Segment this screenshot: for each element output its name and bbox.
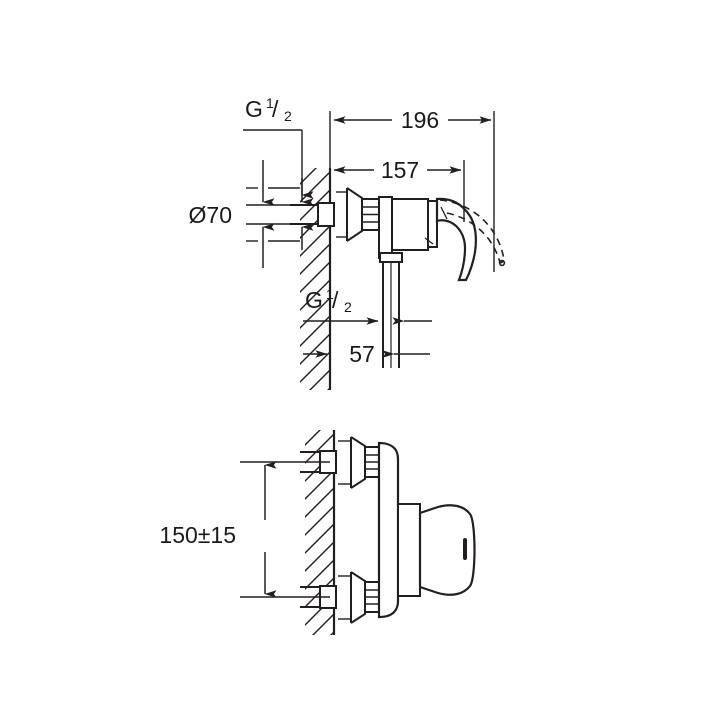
dimension-196-label: 196 xyxy=(401,107,439,133)
dimension-157-label: 157 xyxy=(381,157,419,183)
mixer-body-top-view xyxy=(378,196,438,259)
dimension-57: 57 xyxy=(303,330,430,367)
dimension-150-plusminus-15: 150±15 xyxy=(159,461,330,598)
thread-callout-g-half-bottom: G 1 / 2 xyxy=(303,286,432,325)
thread-callout-top-prefix: G xyxy=(245,96,263,122)
dimension-196: 196 xyxy=(329,107,495,272)
inlet-union-lower-bottom-view xyxy=(300,571,382,624)
thread-callout-g-half-top: G 1 / 2 xyxy=(243,95,314,199)
thread-callout-top-separator: / xyxy=(272,96,279,122)
thread-callout-top-denominator: 2 xyxy=(284,108,292,124)
dimension-157: 157 xyxy=(333,157,465,222)
thread-callout-top-numerator: 1 xyxy=(266,95,274,111)
thread-callout-bottom-separator: / xyxy=(332,287,339,313)
thread-callout-bottom-prefix: G xyxy=(305,287,323,313)
lever-swing-arc xyxy=(439,199,506,267)
front-plan-view: 150±15 xyxy=(159,430,476,635)
lever-handle-top-view xyxy=(424,197,478,282)
lever-handle-bottom-view xyxy=(397,503,476,597)
thread-callout-bottom-numerator: 1 xyxy=(326,286,334,302)
thread-callout-bottom-denominator: 2 xyxy=(344,299,352,315)
side-elevation-view: 196 157 G 1 / 2 xyxy=(189,95,506,390)
dimension-150-plusminus-15-label: 150±15 xyxy=(159,522,236,548)
mixer-body-bottom-view xyxy=(377,441,400,619)
outlet-pipe-top-view xyxy=(379,252,403,368)
dimension-diameter-70: Ø70 xyxy=(189,160,314,268)
dimension-diameter-70-label: Ø70 xyxy=(189,202,232,228)
dimension-57-label: 57 xyxy=(349,341,375,367)
inlet-union-top-view xyxy=(290,187,363,242)
coupling-nut-top-view xyxy=(361,198,380,231)
